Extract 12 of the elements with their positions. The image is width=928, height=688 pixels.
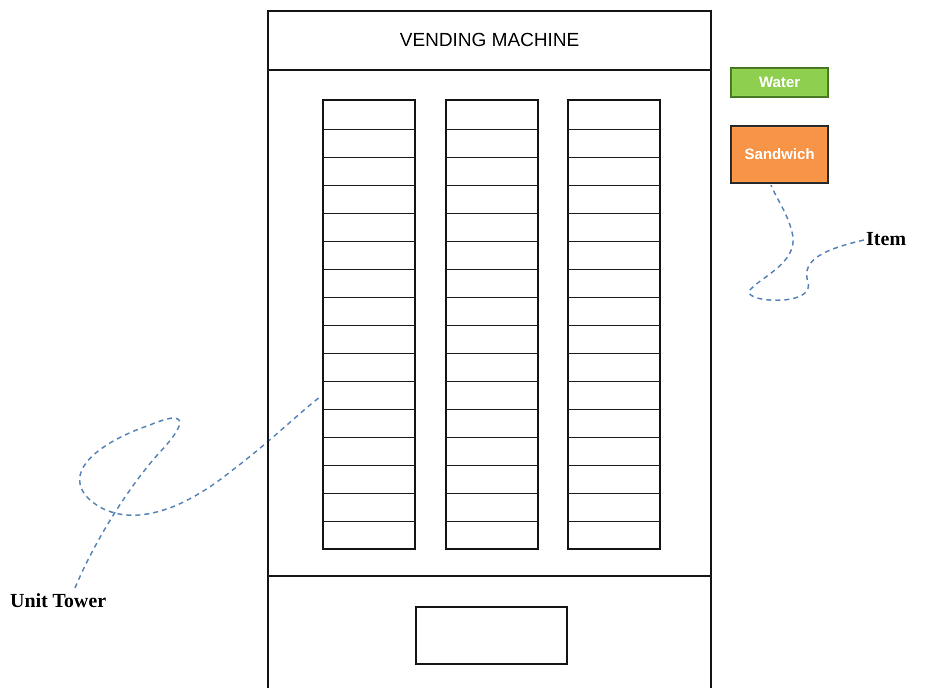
unit-tower (322, 99, 416, 550)
leader-label: Item (866, 228, 928, 252)
item-box: Sandwich (730, 125, 829, 184)
vending-machine-cabinet (267, 10, 712, 688)
unit-tower (445, 99, 539, 550)
item-box: Water (730, 67, 829, 98)
dispenser-slot (415, 606, 568, 665)
leader-line (74, 396, 320, 588)
unit-tower (567, 99, 661, 550)
leader-label: Unit Tower (10, 590, 150, 616)
leader-line (748, 184, 864, 301)
machine-title: VENDING MACHINE (400, 30, 580, 52)
